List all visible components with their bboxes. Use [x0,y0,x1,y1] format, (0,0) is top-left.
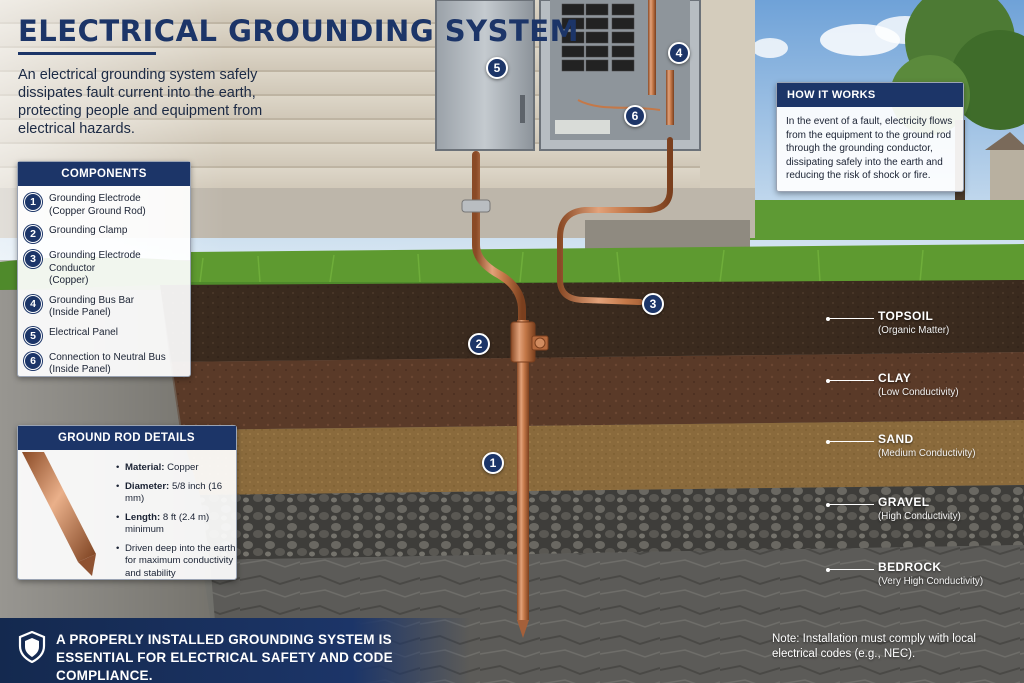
soil-label-topsoil: TOPSOIL (Organic Matter) [878,309,949,336]
rod-detail-label: Diameter: [125,480,170,492]
component-name: Connection to Neutral Bus [49,351,166,363]
component-sub: (Inside Panel) [49,307,111,318]
component-item: 2 Grounding Clamp [24,225,184,243]
how-it-works-text: In the event of a fault, electricity flo… [786,116,953,181]
component-number: 2 [24,225,42,243]
component-number: 1 [24,193,42,211]
components-list: 1 Grounding Electrode(Copper Ground Rod)… [18,186,190,377]
component-number: 4 [24,294,42,313]
component-name: Electrical Panel [49,326,118,338]
component-sub: (Copper Ground Rod) [49,205,146,217]
code-compliance-note: Note: Installation must comply with loca… [772,633,976,660]
rod-detail-item: Material: Copper [116,462,236,475]
component-item: 3 Grounding Electrode Conductor(Copper) [24,250,184,288]
soil-name: TOPSOIL [878,309,934,323]
soil-leader-line [826,502,874,507]
soil-leader-line [826,316,874,321]
soil-desc: (Organic Matter) [878,325,950,336]
title-underline [18,52,156,55]
rod-tip-illustration [22,452,96,576]
marker-grounding-bus-bar: 4 [668,42,690,64]
rod-detail-value: Driven deep into the earth for maximum c… [125,542,236,579]
component-name: Grounding Electrode Conductor [49,250,141,274]
component-item: 6 Connection to Neutral Bus(Inside Panel… [24,351,184,377]
component-name: Grounding Electrode [49,193,141,204]
soil-label-bedrock: BEDROCK (Very High Conductivity) [878,560,983,587]
rod-detail-item: Diameter: 5/8 inch (16 mm) [116,481,236,506]
rod-detail-label: Material: [125,462,165,473]
how-it-works-card: HOW IT WORKS In the event of a fault, el… [776,82,964,192]
soil-desc: (Medium Conductivity) [878,448,976,459]
safety-banner [0,618,470,683]
soil-label-clay: CLAY (Low Conductivity) [878,371,959,398]
rod-detail-value: 5/8 inch (16 mm) [125,480,223,505]
soil-leader-line [826,567,874,572]
rod-detail-item: Length: 8 ft (2.4 m) minimum [116,512,236,537]
page-title: ELECTRICAL GROUNDING SYSTEM [18,14,579,48]
soil-leader-line [826,378,874,383]
soil-label-gravel: GRAVEL (High Conductivity) [878,495,961,522]
component-number: 5 [24,326,42,345]
soil-label-sand: SAND (Medium Conductivity) [878,432,975,459]
rod-details-card: GROUND ROD DETAILS Material: Copper Diam… [17,425,237,580]
components-heading: COMPONENTS [18,162,190,186]
component-sub: (Copper) [49,275,89,286]
soil-desc: (High Conductivity) [878,511,961,522]
soil-name: BEDROCK [878,560,942,574]
component-number: 3 [24,250,42,268]
component-item: 5 Electrical Panel [24,326,184,345]
components-card: COMPONENTS 1 Grounding Electrode(Copper … [17,161,191,377]
marker-electrical-panel: 5 [486,57,508,79]
rod-detail-label: Length: [125,511,161,523]
rod-details-list: Material: Copper Diameter: 5/8 inch (16 … [116,462,236,586]
component-number: 6 [24,351,42,370]
marker-neutral-bus-connection: 6 [624,105,646,127]
marker-grounding-clamp: 2 [468,333,490,355]
component-item: 1 Grounding Electrode(Copper Ground Rod) [24,193,184,218]
component-item: 4 Grounding Bus Bar(Inside Panel) [24,294,184,320]
rod-detail-value: 8 ft (2.4 m) minimum [125,511,210,536]
shield-icon [18,631,46,663]
rod-detail-item: Driven deep into the earth for maximum c… [116,543,236,581]
component-name: Grounding Clamp [49,225,128,236]
soil-name: GRAVEL [878,495,930,509]
rod-detail-value: Copper [167,462,199,473]
soil-name: SAND [878,432,914,446]
how-it-works-heading: HOW IT WORKS [777,83,963,107]
soil-desc: (Very High Conductivity) [878,576,984,587]
marker-electrode-conductor: 3 [642,293,664,315]
component-name: Grounding Bus Bar [49,294,135,306]
safety-banner-text: A PROPERLY INSTALLED GROUNDING SYSTEM IS… [56,632,393,683]
soil-desc: (Low Conductivity) [878,387,959,398]
soil-leader-line [826,439,874,444]
intro-text: An electrical grounding system safely di… [18,67,263,137]
rod-details-heading: GROUND ROD DETAILS [18,426,236,450]
marker-grounding-electrode: 1 [482,452,504,474]
component-sub: (Inside Panel) [49,364,111,375]
soil-name: CLAY [878,371,912,385]
